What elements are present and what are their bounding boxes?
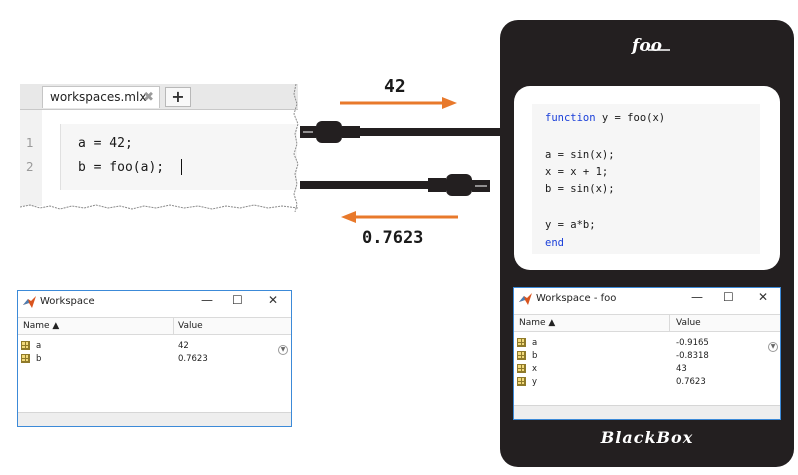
minimize-icon[interactable]: — — [201, 293, 213, 307]
var-value: -0.9165 — [676, 338, 709, 348]
code-line-1[interactable]: a = 42; — [78, 136, 133, 151]
table-row[interactable]: a -0.9165 — [514, 337, 780, 349]
var-name: a — [532, 338, 538, 348]
line-number: 1 — [26, 136, 34, 150]
tab-workspaces-mlx[interactable]: workspaces.mlx ✖ — [42, 86, 160, 108]
input-arrow — [340, 97, 457, 109]
live-editor: workspaces.mlx ✖ + 1 2 a = 42; b = foo(a… — [20, 84, 299, 212]
workspace-foo-title: Workspace - foo — [536, 293, 617, 304]
close-icon[interactable]: ✕ — [268, 293, 279, 307]
workspace-titlebar[interactable]: Workspace — ☐ ✕ — [18, 291, 291, 313]
variable-icon — [517, 377, 526, 386]
maximize-icon[interactable]: ☐ — [723, 290, 734, 304]
code-line: y = a*b; — [545, 219, 596, 231]
input-value: 42 — [384, 76, 406, 97]
chevron-down-icon[interactable]: ▼ — [278, 345, 288, 355]
chevron-down-icon[interactable]: ▼ — [768, 342, 778, 352]
matlab-logo-icon — [519, 293, 532, 305]
var-value: 43 — [676, 364, 687, 374]
var-value: 0.7623 — [178, 354, 208, 364]
workspace-foo-titlebar[interactable]: Workspace - foo — ☐ ✕ — [514, 288, 780, 310]
code-line: end — [545, 237, 564, 249]
line-number: 2 — [26, 160, 34, 174]
text-cursor — [181, 159, 182, 175]
input-cable — [300, 121, 500, 143]
var-name: y — [532, 377, 538, 387]
workspace-foo-header: Name ▲ Value — [514, 314, 780, 332]
line-gutter — [20, 110, 42, 206]
workspace-title: Workspace — [40, 296, 95, 307]
close-icon[interactable]: ✕ — [758, 290, 769, 304]
table-row[interactable]: x 43 — [514, 363, 780, 375]
column-name[interactable]: Name ▲ — [519, 318, 556, 328]
function-title: foo — [632, 36, 662, 56]
status-bar — [18, 412, 291, 426]
torn-edge-right — [293, 84, 299, 212]
maximize-icon[interactable]: ☐ — [232, 293, 243, 307]
tab-label: workspaces.mlx — [50, 90, 147, 104]
column-value[interactable]: Value — [676, 318, 701, 328]
matlab-logo-icon — [23, 296, 36, 308]
column-value[interactable]: Value — [178, 321, 203, 331]
var-value: 42 — [178, 341, 189, 351]
output-arrow — [341, 211, 458, 223]
column-name[interactable]: Name ▲ — [23, 321, 60, 331]
workspace-header: Name ▲ Value — [18, 317, 291, 335]
code-area[interactable] — [60, 124, 297, 190]
code-line: b = sin(x); — [545, 183, 615, 195]
output-cable — [300, 174, 490, 196]
blackbox-label: BlackBox — [600, 428, 694, 447]
variable-icon — [517, 338, 526, 347]
table-row[interactable]: b 0.7623 — [18, 353, 291, 365]
var-value: -0.8318 — [676, 351, 709, 361]
variable-icon — [21, 354, 30, 363]
var-value: 0.7623 — [676, 377, 706, 387]
title-underline-icon — [648, 49, 670, 51]
table-row[interactable]: y 0.7623 — [514, 376, 780, 388]
var-name: x — [532, 364, 538, 374]
code-line-2[interactable]: b = foo(a); — [78, 160, 165, 175]
table-row[interactable]: a 42 — [18, 340, 291, 352]
status-bar — [514, 405, 780, 419]
table-row[interactable]: b -0.8318 — [514, 350, 780, 362]
variable-icon — [21, 341, 30, 350]
variable-icon — [517, 351, 526, 360]
torn-edge-bottom — [20, 204, 298, 210]
editor-tab-bar: workspaces.mlx ✖ + — [20, 84, 298, 110]
code-line: x = x + 1; — [545, 166, 609, 178]
close-icon[interactable]: ✖ — [143, 90, 154, 105]
variable-icon — [517, 364, 526, 373]
code-line: a = sin(x); — [545, 149, 615, 161]
add-tab-button[interactable]: + — [165, 87, 191, 107]
workspace-window[interactable]: Workspace — ☐ ✕ Name ▲ Value a 42 b 0.76… — [17, 290, 292, 427]
var-name: a — [36, 341, 42, 351]
minimize-icon[interactable]: — — [691, 290, 703, 304]
column-divider — [173, 318, 174, 334]
output-value: 0.7623 — [362, 228, 424, 248]
code-line: function y = foo(x) — [545, 112, 666, 124]
workspace-foo-window[interactable]: Workspace - foo — ☐ ✕ Name ▲ Value a -0.… — [513, 287, 781, 420]
function-code-area — [532, 104, 760, 254]
var-name: b — [36, 354, 42, 364]
column-divider — [669, 315, 670, 331]
var-name: b — [532, 351, 538, 361]
